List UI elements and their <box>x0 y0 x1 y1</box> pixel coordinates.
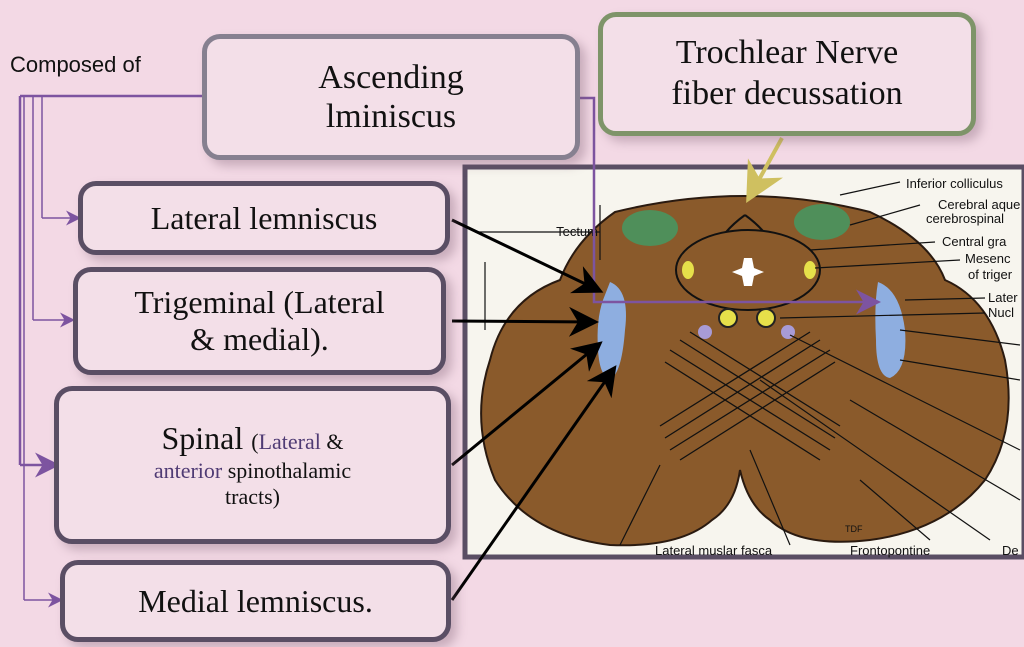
label-bottom-right: De <box>1002 543 1019 558</box>
label-of-triger: of triger <box>968 267 1013 282</box>
spinal-lateral-text: Lateral <box>259 429 321 454</box>
trochlear-line2: fiber decussation <box>671 74 902 115</box>
spinal-label: Spinal <box>161 420 243 456</box>
label-nucl: Nucl <box>988 305 1014 320</box>
label-mesenc: Mesenc <box>965 251 1011 266</box>
colliculus-right <box>794 204 850 240</box>
trigeminal-line1: Trigeminal (Lateral <box>134 284 384 321</box>
label-inferior-colliculus: Inferior colliculus <box>906 176 1003 191</box>
label-later: Later <box>988 290 1018 305</box>
lateral-lemniscus-box: Lateral lemniscus <box>78 181 450 255</box>
composed-of-label: Composed of <box>10 52 141 78</box>
medial-lemniscus-box: Medial lemniscus. <box>60 560 451 642</box>
ascending-lemniscus-box: Ascending lminiscus <box>202 34 580 160</box>
label-central-gray: Central gra <box>942 234 1007 249</box>
spinal-lemniscus-box: Spinal (Lateral & anterior spinothalamic… <box>54 386 451 544</box>
label-bottom-left: Lateral muslar fasca <box>655 543 773 558</box>
colliculus-left <box>622 210 678 246</box>
label-tdf: TDF <box>845 524 863 534</box>
trigeminal-line2: & medial). <box>134 321 384 358</box>
spinal-anterior-text: anterior <box>154 458 222 483</box>
label-cerebral-aqueduct: Cerebral aque <box>938 197 1020 212</box>
label-cerebrospinal: cerebrospinal <box>926 211 1004 226</box>
midbrain-figure: Tectum Inferior colliculus Cerebral aque… <box>465 167 1024 558</box>
label-tectum: Tectum <box>556 224 598 239</box>
trochlear-decussation-box: Trochlear Nerve fiber decussation <box>598 12 976 136</box>
spinal-tracts-text: tracts) <box>154 484 351 510</box>
trigeminal-box: Trigeminal (Lateral & medial). <box>73 267 446 375</box>
lateral-lemniscus-label: Lateral lemniscus <box>151 200 378 237</box>
ascending-line1: Ascending <box>318 58 463 97</box>
label-bottom-mid: Frontopontine <box>850 543 930 558</box>
medial-lemniscus-label: Medial lemniscus. <box>138 583 373 620</box>
ascending-line2: lminiscus <box>318 97 463 136</box>
trochlear-line1: Trochlear Nerve <box>671 33 902 74</box>
